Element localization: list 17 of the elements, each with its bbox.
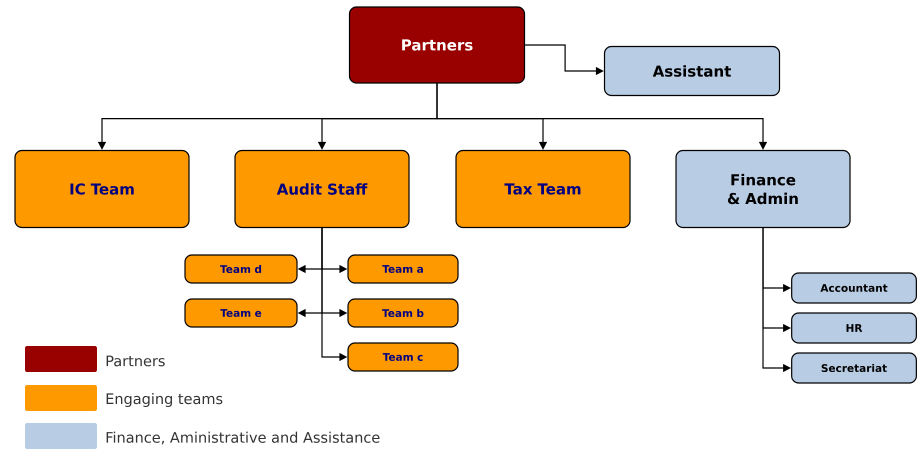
legend-label: Engaging teams [106, 392, 222, 408]
partners-box: Partners [348, 6, 526, 84]
team-box: Tax Team [455, 150, 631, 228]
legend-label: Finance, Aministrative and Assistance [106, 432, 380, 444]
role-box: Accountant [791, 272, 917, 304]
team-box: Team b [347, 298, 459, 328]
team-box: Team d [184, 254, 298, 284]
role-box: Secretariat [791, 352, 917, 384]
team-box: Team e [184, 298, 298, 328]
team-box: Team a [347, 254, 459, 284]
role-box: HR [791, 312, 917, 344]
team-box: Finance & Admin [675, 150, 851, 228]
team-box: IC Team [14, 150, 190, 228]
legend-label: Partners [106, 356, 165, 366]
team-box: Team c [347, 342, 459, 372]
team-box: Audit Staff [234, 150, 410, 228]
assistant-box: Assistant [604, 46, 780, 96]
